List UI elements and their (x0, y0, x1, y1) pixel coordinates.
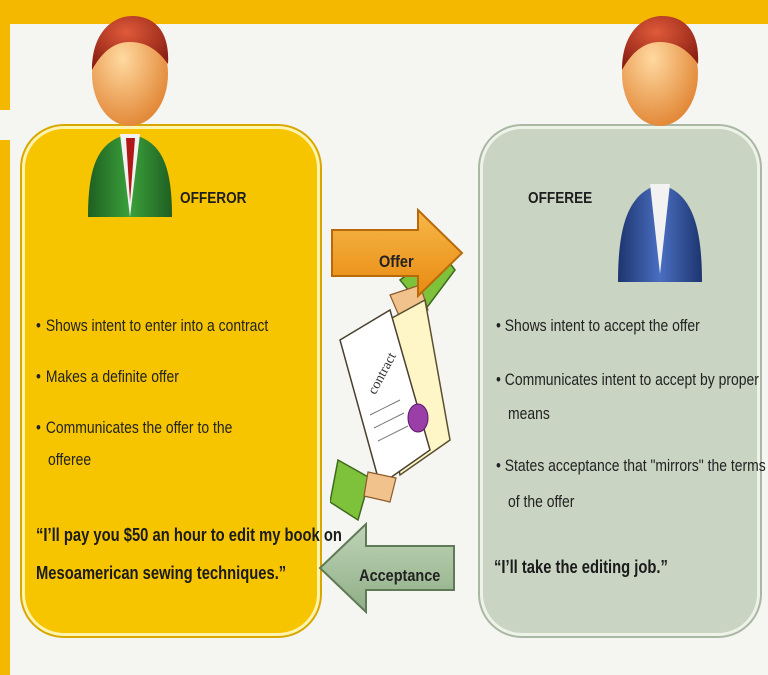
offeror-title: OFFEROR (180, 190, 247, 207)
acceptance-arrow (318, 522, 455, 614)
offeror-bullet-list: Shows intent to enter into a contract Ma… (36, 312, 319, 441)
offeror-bullet: Makes a definite offer (36, 363, 268, 390)
offeree-bullet-text: States acceptance that "mirrors" the ter… (504, 456, 766, 475)
left-edge-strip (0, 24, 10, 675)
offeree-title: OFFEREE (528, 190, 593, 207)
left-edge-gap (0, 110, 10, 140)
offeree-bullet: • Communicates intent to accept by prope… (496, 370, 759, 389)
offeree-quote: “I’ll take the editing job.” (494, 557, 668, 577)
offeror-bullet: Communicates the offer to the (36, 414, 268, 441)
offeree-bullet-continuation: of the offer (508, 492, 575, 511)
offeror-bullet-continuation: offeree (48, 450, 92, 469)
offeror-quote-line-2: Mesoamerican sewing techniques.” (36, 563, 287, 583)
offeree-bullet: • Shows intent to accept the offer (496, 316, 700, 335)
offeror-bullet: Shows intent to enter into a contract (36, 312, 268, 339)
offer-arrow (331, 208, 464, 298)
offeree-panel (480, 126, 760, 636)
offeree-bullet-continuation: means (508, 404, 550, 423)
offeree-bullet: • States acceptance that "mirrors" the t… (496, 456, 766, 475)
offeree-bullet-text: Shows intent to accept the offer (504, 316, 700, 335)
offer-arrow-label: Offer (379, 252, 414, 271)
offeree-bullet-text: Communicates intent to accept by proper (504, 370, 759, 389)
offeree-person-icon (618, 16, 702, 282)
acceptance-arrow-label: Acceptance (359, 566, 441, 585)
offeror-quote-line-1: “I’ll pay you $50 an hour to edit my boo… (36, 525, 342, 545)
offeror-person-icon (88, 16, 172, 217)
